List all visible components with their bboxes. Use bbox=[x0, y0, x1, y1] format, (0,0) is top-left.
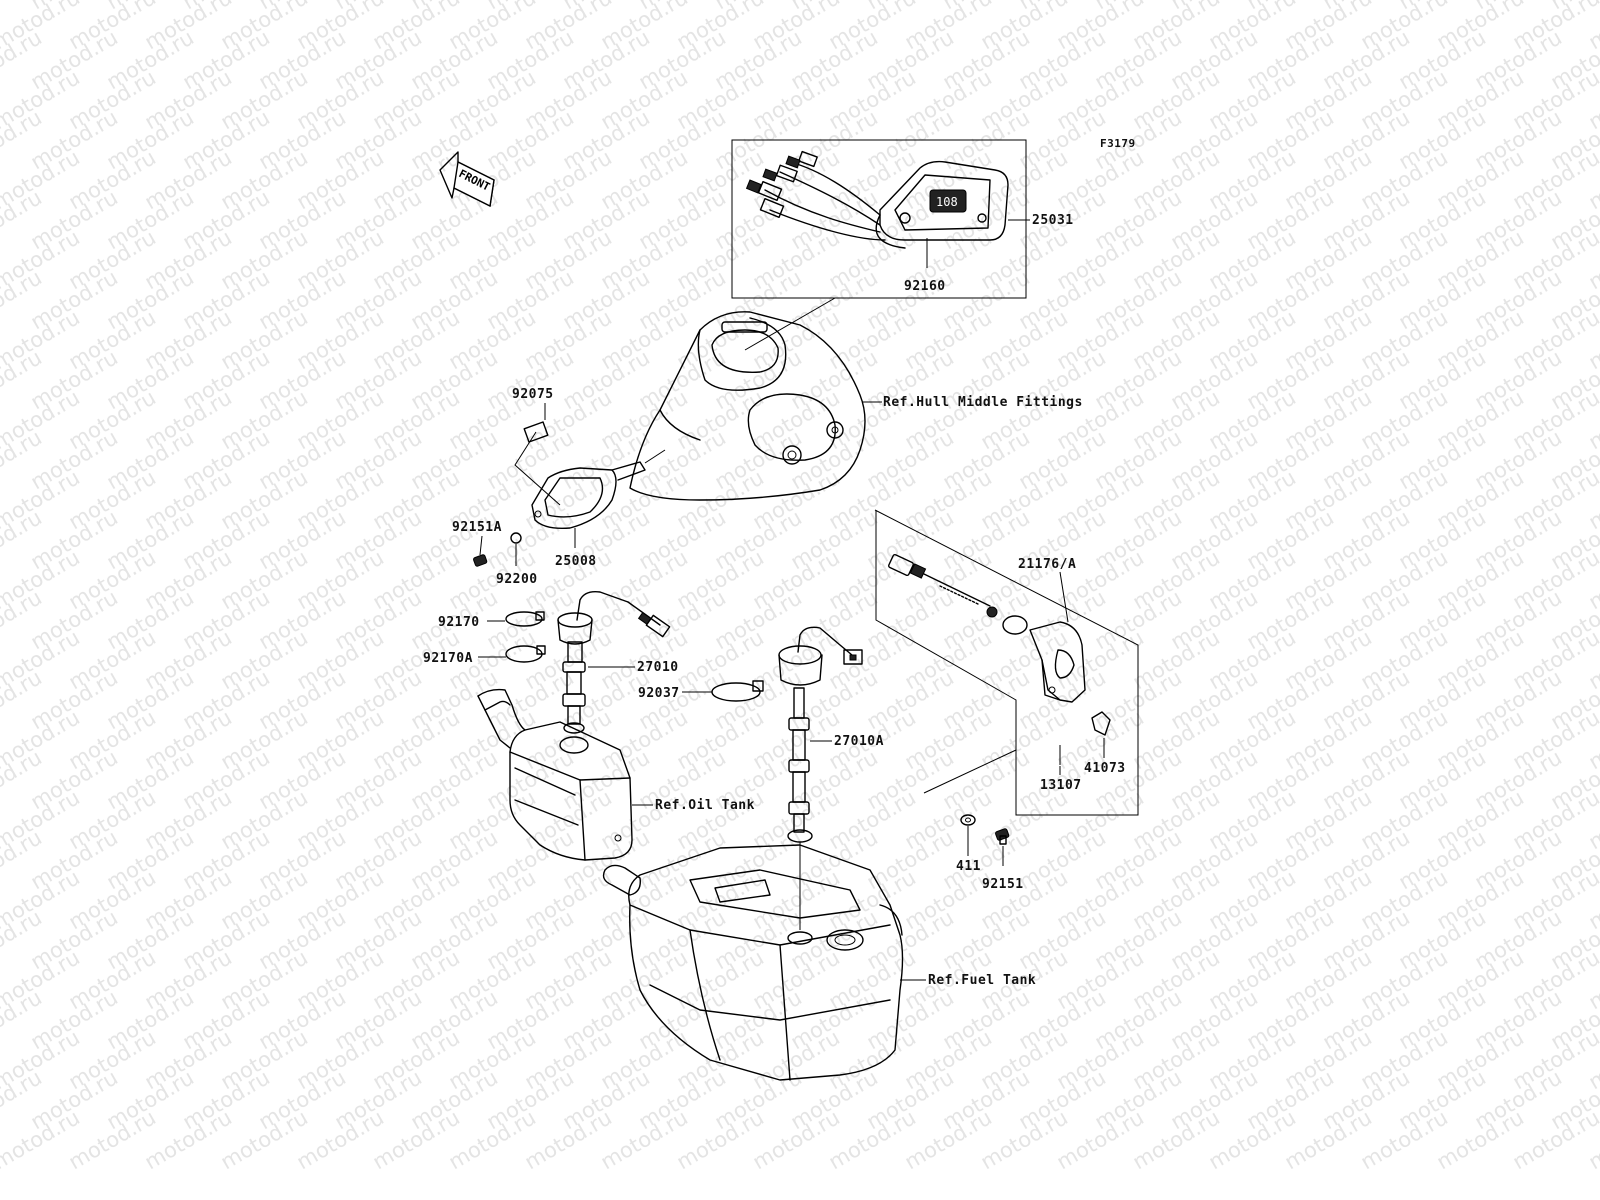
svg-text:108: 108 bbox=[936, 195, 958, 209]
callout-411[interactable]: 411 bbox=[956, 859, 981, 874]
clamp-92170 bbox=[505, 611, 545, 627]
callout-13107[interactable]: 13107 bbox=[1040, 778, 1082, 793]
watermark-layer: motod.rumotod.rumotod.rumotod.rumotod.ru… bbox=[0, 0, 1600, 1174]
callout-27010[interactable]: 27010 bbox=[637, 660, 679, 675]
clamp-92170A bbox=[505, 645, 546, 663]
callout-oil-ref[interactable]: Ref.Oil Tank bbox=[655, 798, 755, 813]
washer-411 bbox=[960, 814, 976, 826]
callout-25008[interactable]: 25008 bbox=[555, 554, 597, 569]
callout-92037[interactable]: 92037 bbox=[638, 686, 680, 701]
callout-hull-ref[interactable]: Ref.Hull Middle Fittings bbox=[883, 395, 1083, 410]
clamp-92037 bbox=[711, 680, 764, 702]
meter-assembly-inset: 108 bbox=[731, 139, 1027, 299]
level-sensor-27010A bbox=[778, 626, 863, 843]
callout-fuel-ref[interactable]: Ref.Fuel Tank bbox=[928, 973, 1036, 988]
callout-92170A[interactable]: 92170A bbox=[423, 651, 473, 666]
callout-92075[interactable]: 92075 bbox=[512, 387, 554, 402]
callout-21176A[interactable]: 21176/A bbox=[1018, 557, 1076, 572]
callout-92160[interactable]: 92160 bbox=[904, 279, 946, 294]
callout-27010A[interactable]: 27010A bbox=[834, 734, 884, 749]
fuel-tank bbox=[602, 844, 904, 1081]
bracket-25008 bbox=[531, 461, 646, 530]
bolt-92151 bbox=[995, 828, 1010, 845]
diagram-code: F3179 bbox=[1100, 137, 1136, 150]
speed-sensor-inset bbox=[874, 509, 1139, 816]
callout-92151[interactable]: 92151 bbox=[982, 877, 1024, 892]
callout-92200[interactable]: 92200 bbox=[496, 572, 538, 587]
hull-middle-fitting bbox=[629, 311, 866, 501]
callout-92151A[interactable]: 92151A bbox=[452, 520, 502, 535]
level-sensor-27010 bbox=[557, 590, 671, 734]
oil-tank bbox=[477, 688, 633, 861]
callout-25031[interactable]: 25031 bbox=[1032, 213, 1074, 228]
callout-92170[interactable]: 92170 bbox=[438, 615, 480, 630]
callout-41073[interactable]: 41073 bbox=[1084, 761, 1126, 776]
